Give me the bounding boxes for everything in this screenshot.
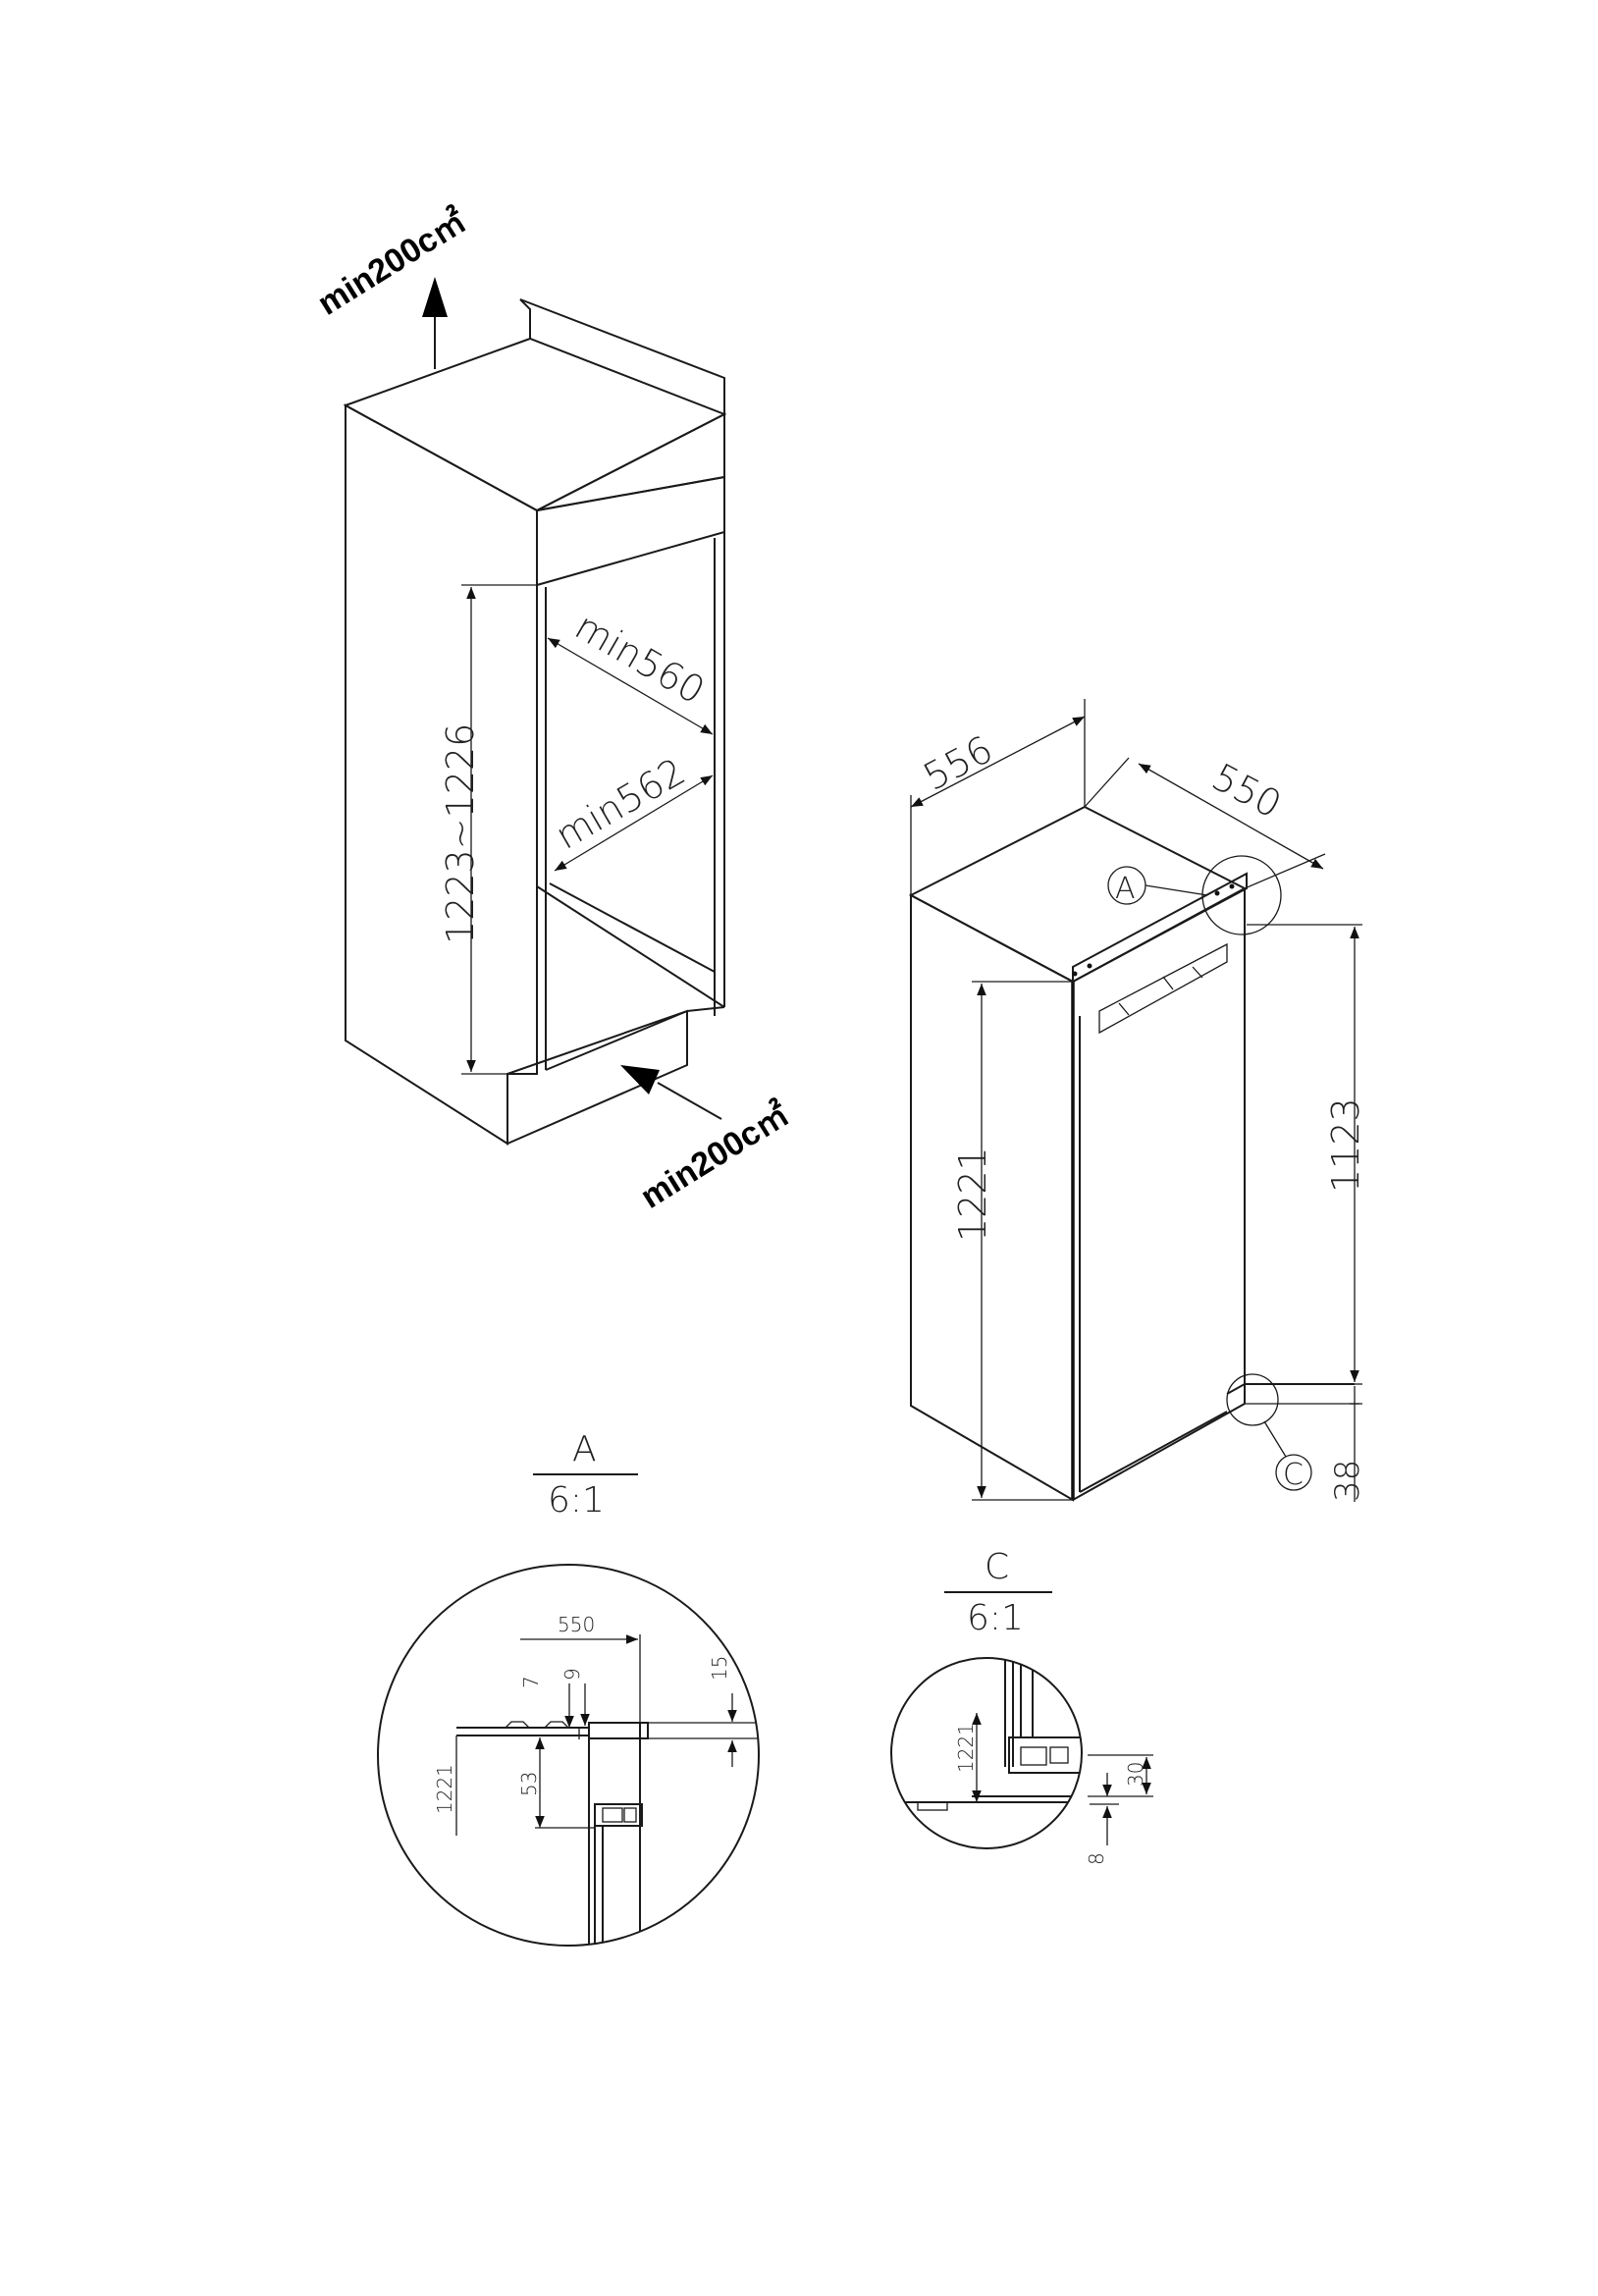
detail-c-title: C: [985, 1547, 1009, 1587]
top-vent-arrow: [422, 277, 448, 369]
detail-c-dim-8: 8: [1085, 1852, 1108, 1865]
detail-a-dim-550: 550: [558, 1613, 595, 1636]
bottom-vent-label: min200c㎡: [634, 1095, 796, 1216]
appliance-width-label: 556: [917, 727, 1000, 799]
bottom-offset-dimension: [1245, 1386, 1362, 1502]
appliance-depth-dimension: [1084, 757, 1326, 889]
bottom-offset-label: 38: [1328, 1460, 1367, 1502]
callout-a-label: A: [1115, 872, 1136, 906]
detail-a-title: A: [572, 1429, 597, 1469]
callout-c-label: C: [1283, 1458, 1304, 1492]
cabinet-niche: [343, 298, 727, 1146]
hinge-height-dimension: [1247, 924, 1362, 1385]
detail-c-dim-1221: 1221: [954, 1723, 978, 1773]
detail-c-dim-30: 30: [1124, 1762, 1147, 1787]
niche-depth-dimension: [547, 637, 714, 735]
callout-c: [1226, 1373, 1312, 1491]
hinge-height-label: 1123: [1324, 1097, 1367, 1193]
niche-height-label: 1223~1226: [439, 723, 482, 944]
niche-width-dimension: [554, 774, 714, 872]
top-vent-label: min200c㎡: [311, 202, 473, 323]
detail-a-scale: 6:1: [548, 1480, 605, 1521]
niche-depth-label: min560: [568, 605, 713, 713]
detail-a-dim-9: 9: [560, 1668, 584, 1681]
appliance-depth-label: 550: [1205, 755, 1289, 827]
detail-a-dim-1221: 1221: [433, 1764, 456, 1814]
detail-c-view: [890, 1657, 1153, 1849]
detail-c-scale: 6:1: [967, 1598, 1024, 1638]
appliance-width-dimension: [910, 699, 1086, 895]
niche-width-label: min562: [549, 750, 693, 858]
detail-a-dim-15: 15: [708, 1656, 731, 1681]
detail-a-view: [377, 1564, 760, 1947]
bottom-vent-arrow: [620, 1065, 722, 1120]
detail-a-dim-7: 7: [519, 1676, 543, 1688]
detail-a-dim-53: 53: [517, 1772, 541, 1796]
niche-height-dimension: [461, 584, 537, 1075]
appliance-height-dimension: [972, 981, 1073, 1501]
callout-a: [1107, 855, 1282, 935]
appliance-height-label: 1221: [951, 1147, 994, 1242]
